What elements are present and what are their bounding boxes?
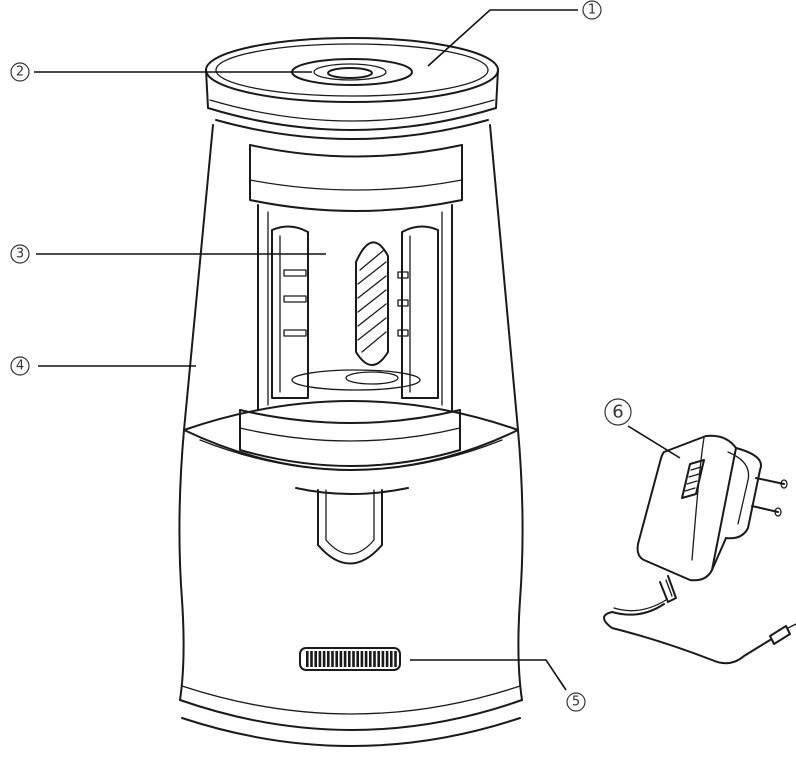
dial-ridge [327,651,330,667]
dial-ridge [310,651,313,667]
callout-5: 5 [566,692,586,712]
dial-ridge [377,651,380,667]
dial-ridge [364,651,368,667]
svg-text:5: 5 [572,695,580,710]
callouts: 1 2 3 4 5 6 [10,0,632,712]
callout-4: 4 [10,356,30,376]
dial-ridge [352,651,355,667]
dial-ridge [314,651,317,667]
dial-ridge [306,651,309,667]
dial-ridge [369,651,372,667]
dial-ridge [339,651,343,667]
power-adapter [603,434,796,665]
callout-1: 1 [582,0,602,20]
svg-text:6: 6 [612,402,623,423]
dial-ridge [356,651,359,667]
adjustment-dial [299,647,401,671]
callout-3: 3 [10,244,30,264]
svg-text:3: 3 [16,247,24,262]
base-body [178,429,524,747]
svg-text:4: 4 [16,359,24,374]
base-rim [183,400,519,471]
shavings-window [295,487,409,565]
dial-ridge [322,651,326,667]
svg-text:2: 2 [16,65,24,80]
leader-1 [427,9,578,67]
helical-blade [355,241,389,366]
transparent-housing [183,124,519,431]
leader-6 [627,425,681,459]
dial-ridge [390,651,393,667]
dial-ridge [373,651,376,667]
dial-ridge [385,651,389,667]
callout-2: 2 [10,62,30,82]
dial-ridge [343,651,347,667]
dial-ridge [348,651,351,667]
dial-ridge [381,651,385,667]
sharpener-device [178,37,524,747]
leader-lines [34,9,681,691]
dial-ridge [360,651,364,667]
callout-6: 6 [604,398,632,426]
dial-ridge [331,651,334,667]
dial-ridge [394,651,397,667]
leader-5 [410,659,567,691]
inner-cylinder [249,144,463,212]
lid [205,37,499,140]
dial-ridge [335,651,338,667]
cage-base [239,409,461,467]
blade-cage [257,204,453,411]
svg-text:1: 1 [588,3,596,18]
dial-ridge [318,651,322,667]
